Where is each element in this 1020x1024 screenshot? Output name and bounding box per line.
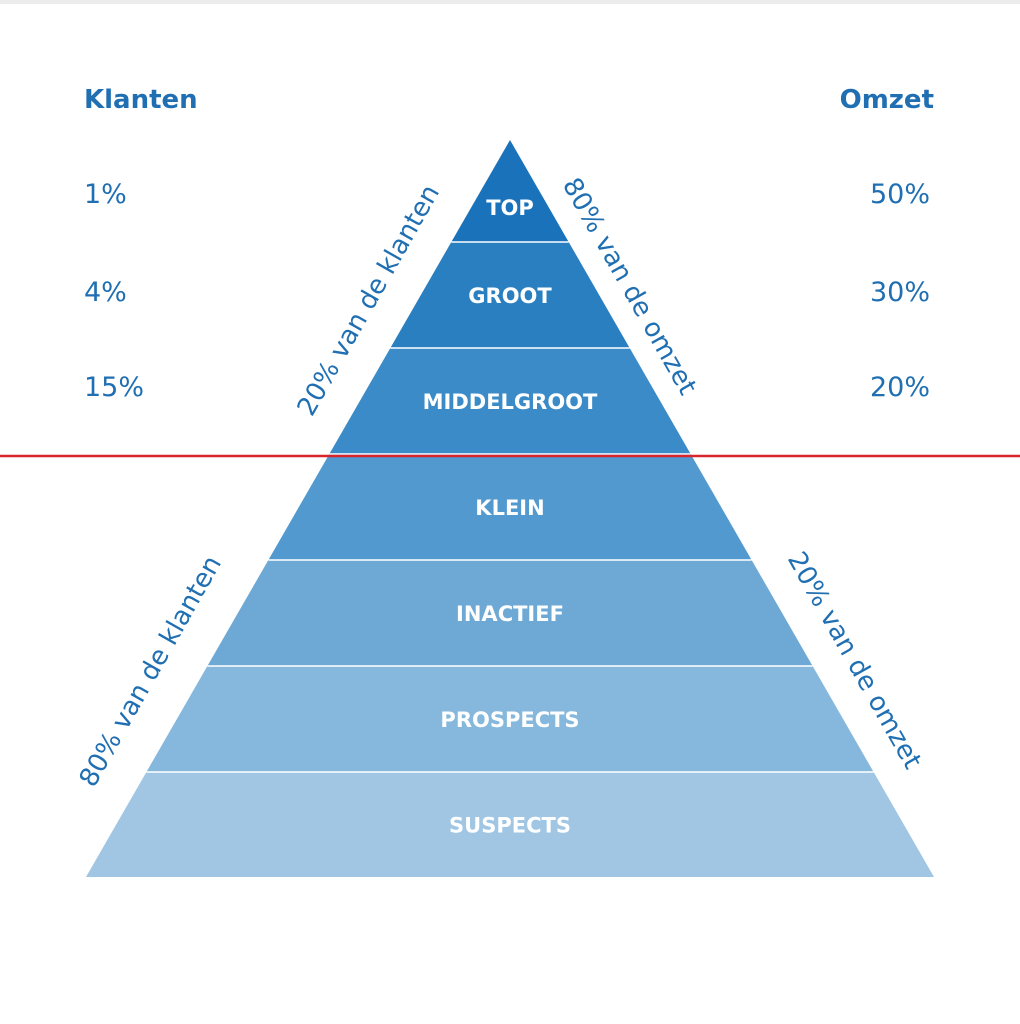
tier-label-top: TOP: [486, 196, 534, 220]
top-strip: [0, 0, 1020, 4]
omzet-header: Omzet: [840, 85, 934, 115]
tier-prospects: [146, 666, 874, 772]
tier-suspects: [86, 772, 934, 877]
tier-label-prospects: PROSPECTS: [440, 708, 579, 732]
tier-groot: [390, 242, 630, 348]
klanten-header: Klanten: [84, 85, 198, 115]
tier-label-klein: KLEIN: [475, 496, 544, 520]
klanten-pct-middelgroot: 15%: [84, 372, 144, 403]
tier-top: [451, 140, 569, 242]
tier-label-inactief: INACTIEF: [456, 602, 564, 626]
tier-label-middelgroot: MIDDELGROOT: [423, 390, 598, 414]
klanten-pct-top: 1%: [84, 179, 127, 210]
tier-label-groot: GROOT: [468, 284, 552, 308]
klanten-pct-groot: 4%: [84, 277, 127, 308]
tier-klein: [268, 454, 752, 560]
tier-inactief: [207, 560, 813, 666]
omzet-pct-top: 50%: [870, 179, 930, 210]
tier-label-suspects: SUSPECTS: [449, 814, 571, 838]
pyramid-tiers: TOP GROOT MIDDELGROOT KLEIN INACTIEF PROSPECT…: [86, 140, 934, 877]
omzet-pct-middelgroot: 20%: [870, 372, 930, 403]
tier-middelgroot: [329, 348, 691, 454]
omzet-pct-groot: 30%: [870, 277, 930, 308]
